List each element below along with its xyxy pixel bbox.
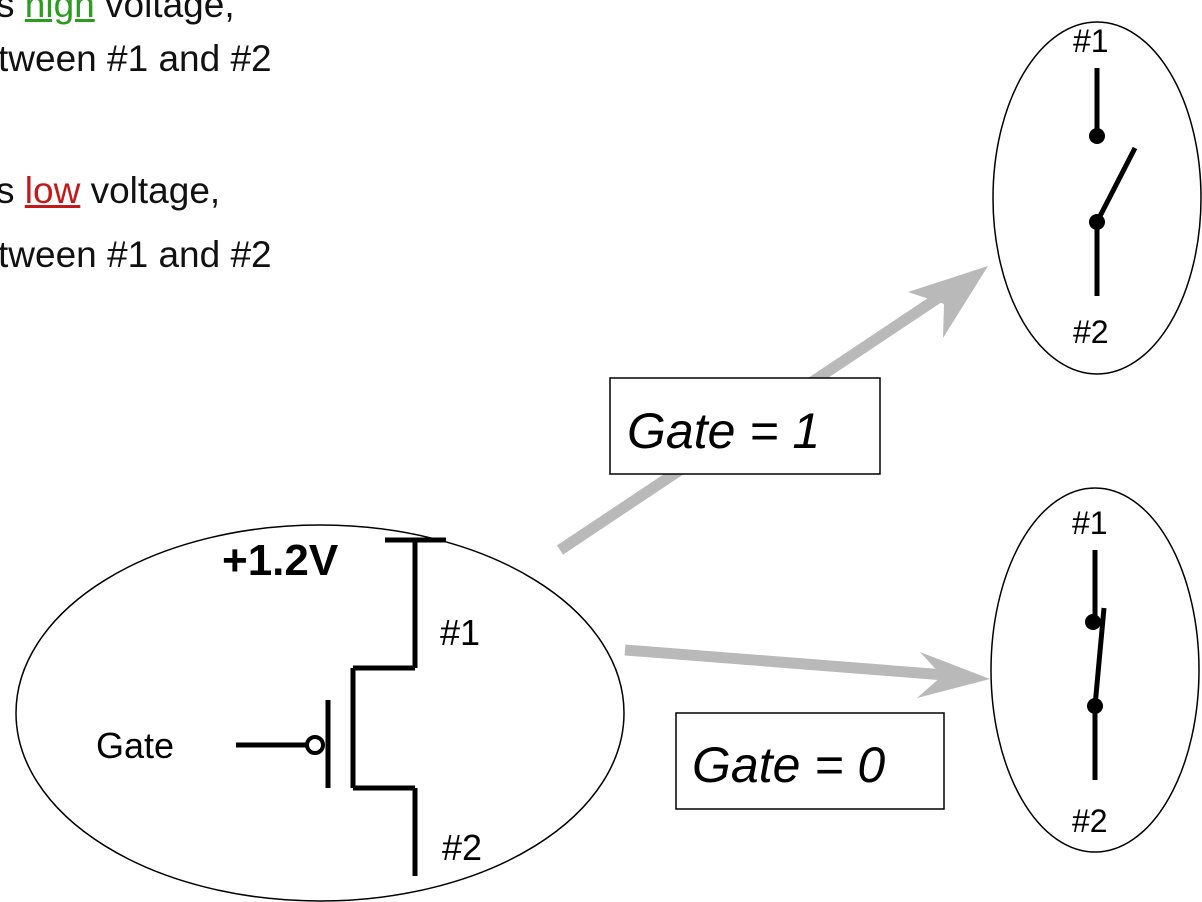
pmos-symbol bbox=[236, 537, 446, 876]
low-voltage-line: s low voltage, bbox=[0, 172, 220, 209]
open-switch-ellipse bbox=[992, 21, 1202, 375]
closed-switch-bottom-label: #2 bbox=[1072, 803, 1108, 839]
high-voltage-line: s high voltage, bbox=[0, 0, 235, 23]
closed-switch-top-label: #1 bbox=[1072, 505, 1108, 541]
gate-one-box bbox=[609, 377, 881, 475]
terminal2-label: #2 bbox=[442, 827, 482, 868]
high-prefix: s bbox=[0, 0, 15, 25]
open-switch-top-label: #1 bbox=[1073, 23, 1109, 59]
closed-switch bbox=[1085, 550, 1107, 780]
low-keyword: low bbox=[24, 170, 81, 211]
gate-one-label: Gate = 1 bbox=[627, 403, 820, 459]
gate-zero-box bbox=[675, 712, 945, 810]
high-keyword: high bbox=[24, 0, 95, 25]
open-switch-bottom-label: #2 bbox=[1073, 314, 1109, 350]
arrow-to-closed-switch bbox=[624, 644, 990, 698]
gate-label: Gate bbox=[96, 725, 174, 766]
open-switch bbox=[1089, 68, 1138, 296]
gate-zero-label: Gate = 0 bbox=[692, 737, 885, 793]
high-suffix: voltage, bbox=[94, 0, 235, 25]
low-between-line: tween #1 and #2 bbox=[0, 234, 272, 275]
closed-switch-ellipse bbox=[990, 487, 1200, 853]
low-prefix: s bbox=[0, 170, 15, 211]
transistor-ellipse bbox=[15, 524, 625, 902]
terminal1-label: #1 bbox=[440, 612, 480, 653]
low-suffix: voltage, bbox=[80, 170, 221, 211]
high-between-line: tween #1 and #2 bbox=[0, 38, 272, 79]
supply-label: +1.2V bbox=[222, 536, 339, 585]
